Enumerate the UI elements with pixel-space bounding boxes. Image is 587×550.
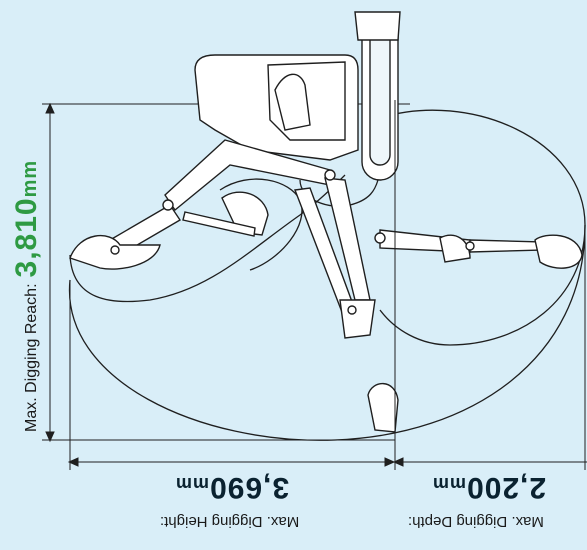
max-reach-number: 3,810 [10, 197, 43, 278]
max-depth-value-wrap: 2,200mm [432, 470, 546, 504]
pivot-joint [465, 241, 475, 251]
max-depth-number: 2,200 [466, 471, 547, 504]
max-reach-label: Max. Digging Reach: 3,810mm [10, 160, 44, 432]
cab-window [267, 61, 346, 141]
bucket-mid [439, 234, 471, 263]
max-height-number: 3,690 [209, 471, 290, 504]
height-arrow-left [67, 457, 79, 467]
operator-seat [274, 73, 311, 131]
max-reach-caption: Max. Digging Reach: [23, 283, 40, 432]
bucket-extended [534, 234, 583, 269]
pivot-joint [347, 305, 357, 315]
max-height-value: 3,690mm [175, 471, 289, 504]
max-reach-unit: mm [19, 159, 41, 198]
dozer-blade [354, 11, 401, 41]
arm-extended [469, 239, 546, 253]
digging-envelope-small-circle [379, 109, 586, 346]
bucket-down [339, 299, 376, 339]
pivot-joint [374, 232, 386, 244]
pivot-joint [162, 199, 174, 211]
bucket-deep [367, 382, 399, 433]
pivot-joint [324, 169, 336, 181]
reach-arrow-bottom [45, 431, 55, 443]
bucket-curled [221, 191, 269, 236]
max-height-value-wrap: 3,690mm [175, 470, 289, 504]
max-height-unit: mm [175, 474, 210, 494]
max-depth-caption: Max. Digging Depth: [408, 513, 544, 530]
reach-arrow-top [45, 102, 55, 114]
boom-cylinder [182, 211, 256, 237]
max-depth-unit: mm [432, 474, 467, 494]
pivot-joint [110, 245, 120, 255]
max-reach-value: 3,810mm [10, 160, 44, 278]
max-height-caption: Max. Digging Height: [160, 513, 300, 530]
track-inner [369, 29, 391, 166]
depth-arrow-left [392, 457, 404, 467]
height-arrow-right [384, 457, 396, 467]
max-depth-value: 2,200mm [432, 471, 546, 504]
cab [194, 54, 359, 161]
